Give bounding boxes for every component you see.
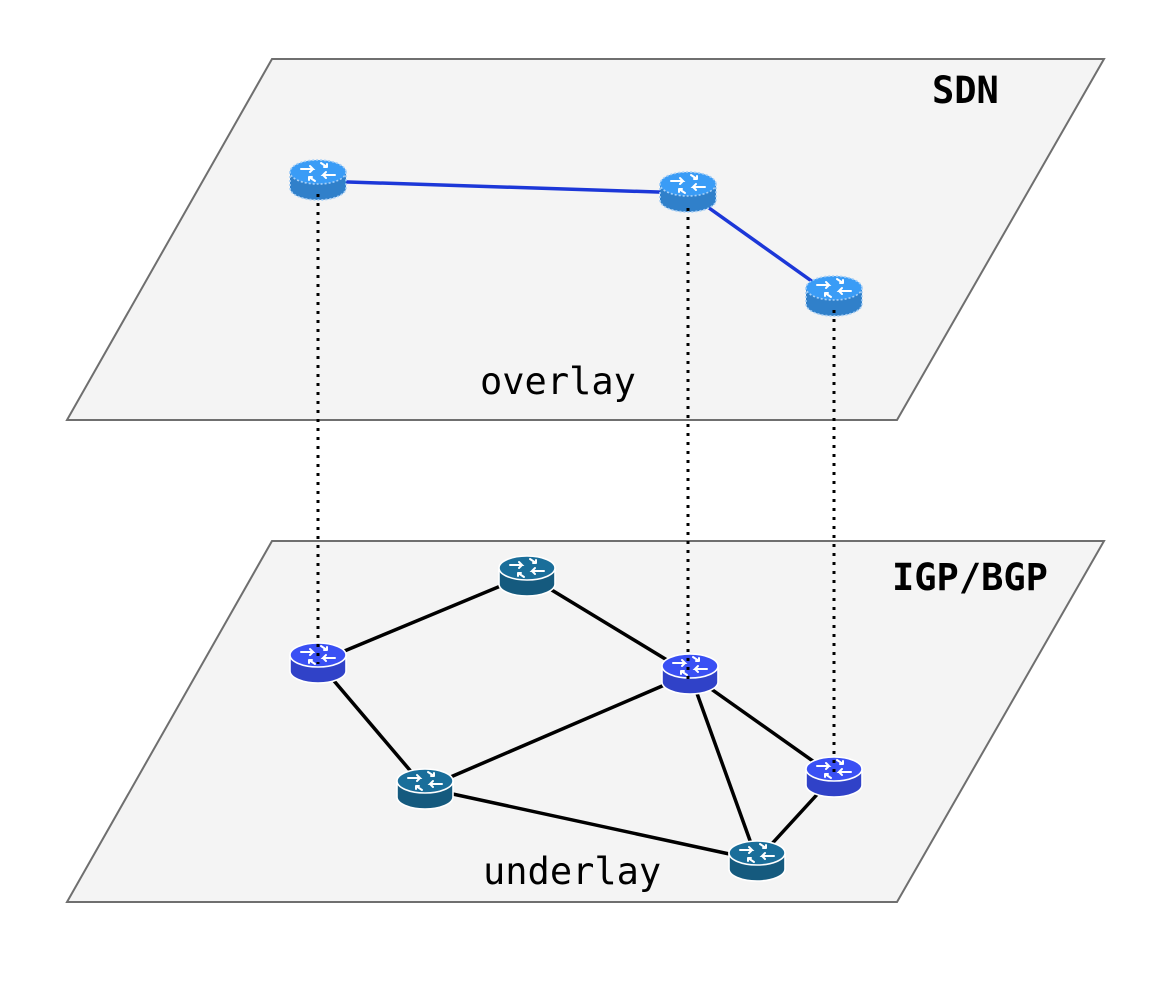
overlay-protocol-label: SDN (932, 69, 999, 112)
underlay-layer-label: underlay (483, 850, 661, 893)
overlay-link (686, 191, 836, 299)
mapped-router-icon (661, 653, 719, 695)
underlay-link (526, 573, 691, 676)
overlay-underlay-mappings (316, 194, 836, 778)
overlay-router-icon (289, 159, 347, 201)
overlay-plane: SDN overlay (65, 58, 1106, 421)
underlay-router-icon (396, 768, 454, 810)
underlay-protocol-label: IGP/BGP (892, 556, 1048, 599)
overlay-layer-label: overlay (480, 360, 636, 403)
underlay-link (688, 672, 836, 778)
underlay-plane: IGP/BGP underlay (65, 540, 1106, 903)
underlay-plane-surface (65, 540, 1106, 903)
underlay-link (317, 573, 528, 664)
overlay-links (317, 179, 836, 299)
underlay-router-icon (728, 840, 786, 882)
underlay-router-icon (498, 555, 556, 597)
overlay-link (317, 179, 689, 195)
underlay-links (316, 573, 836, 862)
underlay-link (424, 786, 758, 862)
routers (289, 159, 863, 882)
overlay-router-icon (659, 171, 717, 213)
underlay-link (316, 660, 427, 790)
underlay-link (688, 673, 759, 861)
underlay-link (424, 672, 691, 790)
overlay-plane-surface (65, 58, 1106, 421)
mapped-router-icon (805, 756, 863, 798)
overlay-router-icon (805, 275, 863, 317)
